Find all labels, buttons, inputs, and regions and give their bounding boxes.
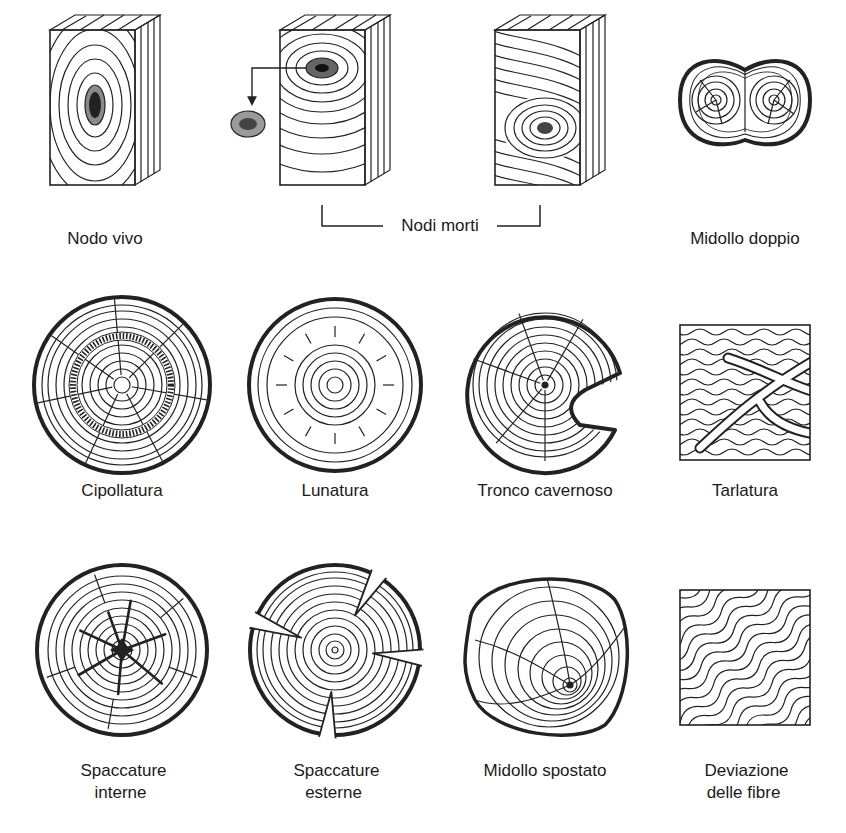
- defect-label: Cipollatura: [37, 480, 207, 502]
- defect-label: Tarlatura: [665, 480, 825, 502]
- defect-label: Lunatura: [250, 480, 420, 502]
- double-pith-section: [680, 61, 810, 144]
- label-text: Nodi morti: [398, 216, 481, 235]
- dead-knot-block: [182, 0, 462, 213]
- label-text: Deviazione delle fibre: [701, 761, 788, 802]
- label-text: Lunatura: [298, 481, 371, 500]
- grain-deviation-panel: [523, 484, 846, 833]
- label-text: Nodo vivo: [64, 229, 146, 248]
- defect-label: Spaccature esterne: [279, 760, 391, 804]
- defect-label: Midollo doppio: [665, 228, 825, 250]
- hollow-trunk-section: [467, 313, 640, 473]
- live-knot-block: [29, 0, 161, 213]
- worm-holes-panel: [652, 325, 836, 460]
- defect-label: Nodo vivo: [25, 228, 185, 250]
- defect-label: Tronco cavernoso: [455, 480, 635, 502]
- internal-cracks-section: [37, 565, 207, 735]
- defect-label: Spaccature interne: [66, 760, 178, 804]
- off-centre-pith-section: [465, 570, 630, 735]
- label-text: Midollo doppio: [687, 229, 803, 248]
- defect-label: Midollo spostato: [455, 760, 635, 782]
- included-sapwood-section: [249, 299, 421, 471]
- ring-shake-section: [34, 297, 210, 473]
- label-text: Cipollatura: [78, 481, 165, 500]
- external-cracks-section: [239, 559, 434, 749]
- defect-label: Nodi morti: [385, 215, 495, 237]
- label-text: Midollo spostato: [481, 761, 610, 780]
- defect-label: Deviazione delle fibre: [689, 760, 801, 804]
- label-text: Tronco cavernoso: [474, 481, 615, 500]
- label-text: Spaccature interne: [78, 761, 167, 802]
- label-text: Spaccature esterne: [291, 761, 380, 802]
- label-text: Tarlatura: [709, 481, 781, 500]
